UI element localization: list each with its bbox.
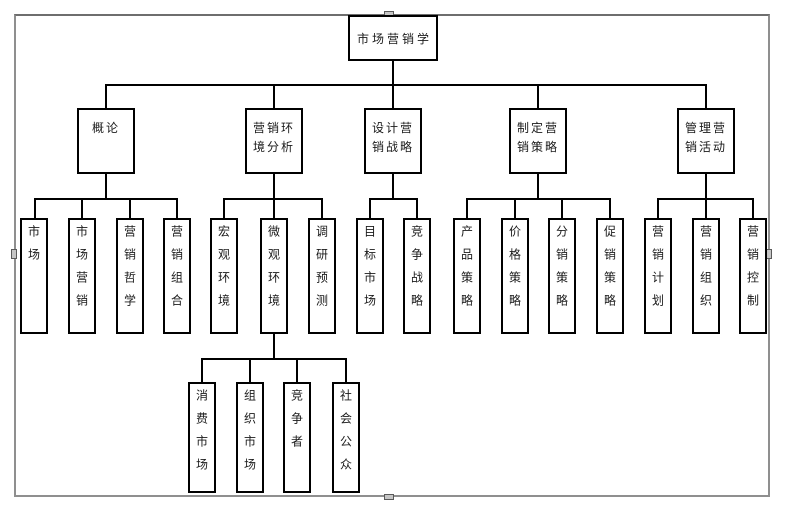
node-label: 营销哲学 xyxy=(122,225,137,317)
connector-line xyxy=(752,198,754,218)
connector-line xyxy=(392,84,394,108)
node-label: 竞争者 xyxy=(289,389,304,458)
node-marketing-mix: 营销组合 xyxy=(163,218,191,334)
node-public: 社会公众 xyxy=(332,382,360,493)
connector-line xyxy=(609,198,611,218)
node-target-market: 目标市场 xyxy=(356,218,384,334)
connector-line xyxy=(416,198,418,218)
connector-line xyxy=(345,358,347,382)
connector-line xyxy=(537,174,539,198)
connector-line xyxy=(466,198,468,218)
connector-line xyxy=(561,198,563,218)
node-label: 营销控制 xyxy=(745,225,760,317)
node-label: 市场营销 xyxy=(74,225,89,317)
connector-line xyxy=(176,198,178,218)
connector-line xyxy=(392,60,394,84)
node-marketing-organization: 营销组织 xyxy=(692,218,720,334)
connector-line xyxy=(34,198,178,200)
connector-line xyxy=(201,358,347,360)
connector-line xyxy=(705,84,707,108)
connector-line xyxy=(657,198,659,218)
node-label: 营销组织 xyxy=(698,225,713,317)
connector-line xyxy=(249,358,251,382)
connector-line xyxy=(129,198,131,218)
connector-line xyxy=(273,334,275,360)
node-design-marketing-strategy: 设计营销战略 xyxy=(364,108,422,174)
node-label: 社会公众 xyxy=(338,389,353,481)
node-label: 竞争战略 xyxy=(409,225,424,317)
node-label: 市场 xyxy=(26,225,41,271)
node-marketing: 市场营销 xyxy=(68,218,96,334)
node-label: 产品策略 xyxy=(459,225,474,317)
node-overview: 概论 xyxy=(77,108,135,174)
connector-line xyxy=(466,198,611,200)
connector-line xyxy=(296,358,298,382)
node-marketing-plan: 营销计划 xyxy=(644,218,672,334)
connector-line xyxy=(514,198,516,218)
node-promotion-strategy: 促销策略 xyxy=(596,218,624,334)
node-price-strategy: 价格策略 xyxy=(501,218,529,334)
node-competitors: 竞争者 xyxy=(283,382,311,493)
node-label: 营销组合 xyxy=(169,225,184,317)
node-label: 微观环境 xyxy=(266,225,281,317)
node-formulate-marketing-tactics: 制定营销策略 xyxy=(509,108,567,174)
resize-handle-bottom[interactable] xyxy=(384,494,394,500)
node-market: 市场 xyxy=(20,218,48,334)
connector-line xyxy=(223,198,225,218)
connector-line xyxy=(705,198,707,218)
node-marketing-philosophy: 营销哲学 xyxy=(116,218,144,334)
resize-handle-left[interactable] xyxy=(11,249,17,259)
connector-line xyxy=(105,174,107,198)
connector-line xyxy=(392,174,394,198)
connector-line xyxy=(369,198,418,200)
node-label: 分销策略 xyxy=(554,225,569,317)
connector-line xyxy=(273,174,275,198)
node-label: 消费市场 xyxy=(194,389,209,481)
connector-line xyxy=(537,84,539,108)
node-label: 价格策略 xyxy=(507,225,522,317)
connector-line xyxy=(81,198,83,218)
connector-line xyxy=(273,84,275,108)
node-label: 目标市场 xyxy=(362,225,377,317)
node-label: 组织市场 xyxy=(242,389,257,481)
node-research-forecast: 调研预测 xyxy=(308,218,336,334)
node-product-strategy: 产品策略 xyxy=(453,218,481,334)
node-macro-environment: 宏观环境 xyxy=(210,218,238,334)
connector-line xyxy=(105,84,707,86)
node-marketing-science: 市场营销学 xyxy=(348,15,438,61)
node-label: 宏观环境 xyxy=(216,225,231,317)
node-organizational-market: 组织市场 xyxy=(236,382,264,493)
node-label: 市场营销学 xyxy=(356,31,432,46)
connector-line xyxy=(201,358,203,382)
node-competitive-strategy: 竞争战略 xyxy=(403,218,431,334)
connector-line xyxy=(105,84,107,108)
connector-line xyxy=(369,198,371,218)
connector-line xyxy=(321,198,323,218)
node-marketing-control: 营销控制 xyxy=(739,218,767,334)
connector-line xyxy=(34,198,36,218)
connector-line xyxy=(705,174,707,198)
node-distribution-strategy: 分销策略 xyxy=(548,218,576,334)
node-manage-marketing-activities: 管理营销活动 xyxy=(677,108,735,174)
node-consumer-market: 消费市场 xyxy=(188,382,216,493)
node-label: 营销计划 xyxy=(650,225,665,317)
node-micro-environment: 微观环境 xyxy=(260,218,288,334)
node-label: 促销策略 xyxy=(602,225,617,317)
connector-line xyxy=(273,198,275,218)
node-marketing-environment-analysis: 营销环境分析 xyxy=(245,108,303,174)
node-label: 调研预测 xyxy=(314,225,329,317)
